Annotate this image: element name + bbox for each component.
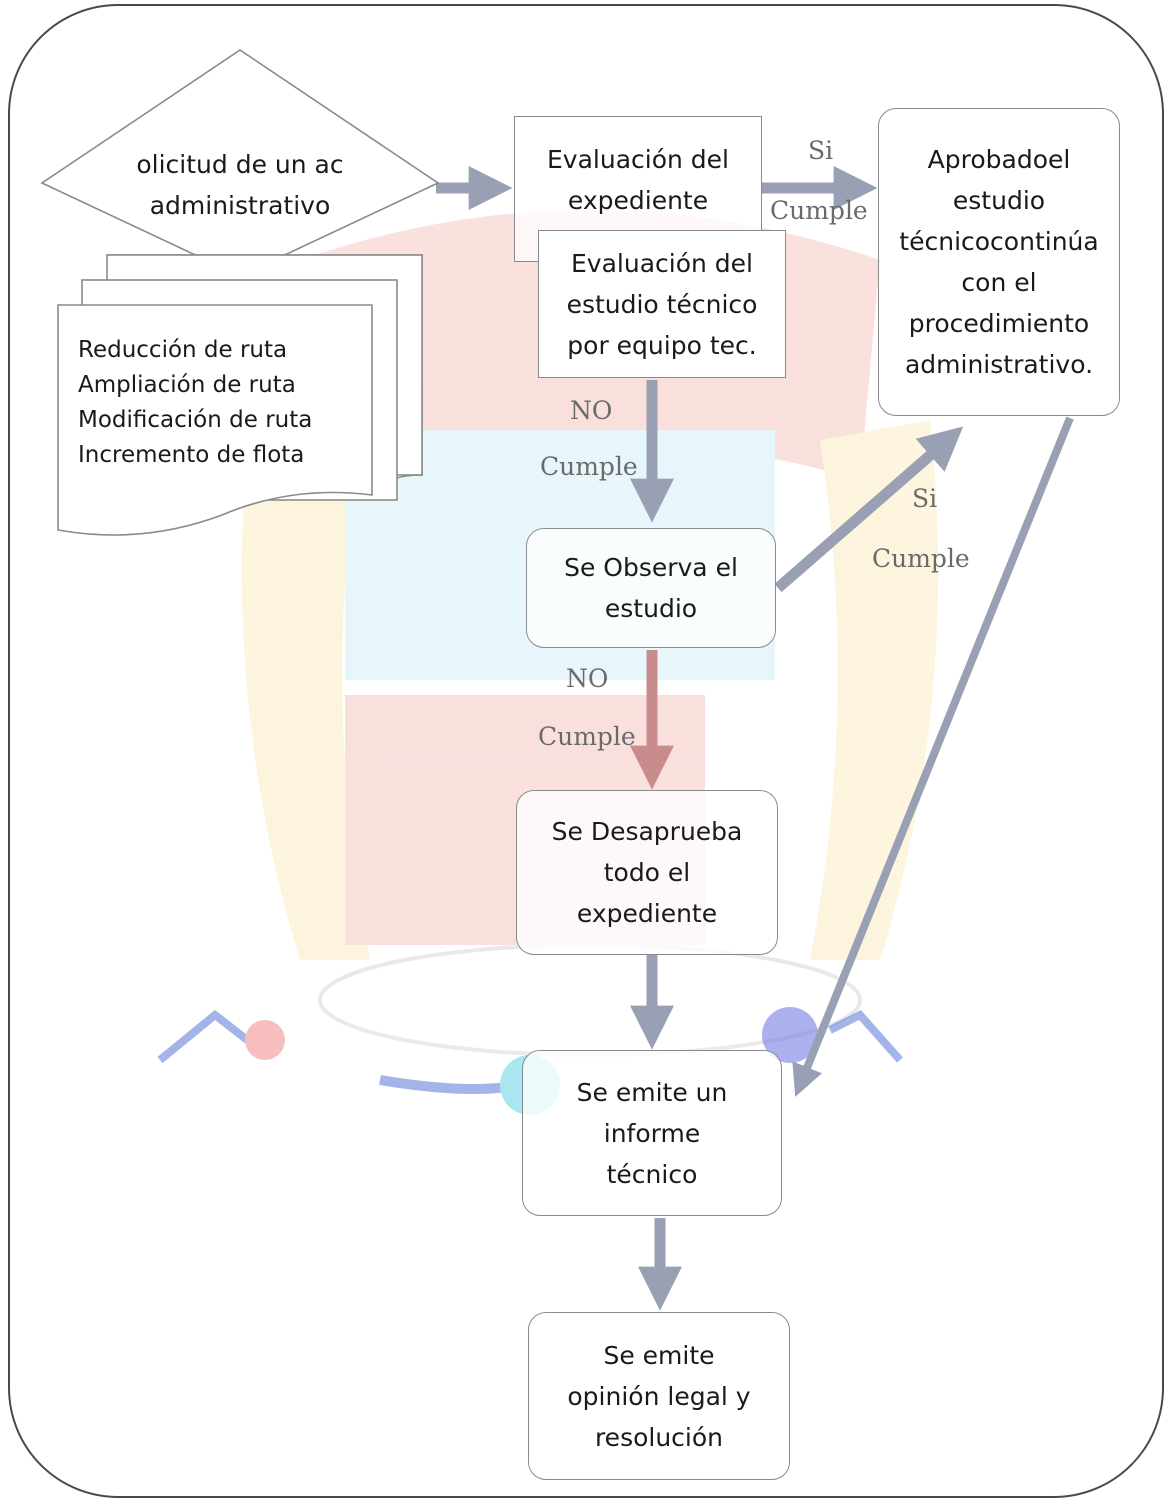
edge-label-si: Si	[808, 136, 834, 165]
arrow-aprobado-informe	[792, 416, 1074, 1097]
edge-label-no: NO	[570, 396, 613, 425]
se-desaprueba-box: Se Desaprueba todo el expediente	[516, 790, 778, 955]
arrow-si-cumple-observa-aprobado	[774, 426, 964, 593]
edge-label-cumple: Cumple	[540, 452, 638, 481]
edge-label-cumple: Cumple	[770, 196, 868, 225]
se-observa-box: Se Observa el estudio	[526, 528, 776, 648]
aprobado-box: Aprobadoel estudio técnicocontinúa con e…	[878, 108, 1120, 416]
opinion-legal-box: Se emite opinión legal y resolución	[528, 1312, 790, 1480]
edge-label-no: NO	[566, 664, 609, 693]
evaluacion-estudio-box: Evaluación del estudio técnico por equip…	[538, 230, 786, 378]
edge-label-cumple: Cumple	[872, 544, 970, 573]
edge-label-cumple: Cumple	[538, 722, 636, 751]
outer-frame	[8, 4, 1164, 1498]
edge-label-si: Si	[912, 484, 938, 513]
solicitud-text: olicitud de un ac administrativo	[136, 150, 344, 220]
multi-document-shape	[57, 254, 423, 536]
informe-tecnico-box: Se emite un informe técnico	[522, 1050, 782, 1216]
documentos-list: Reducción de ruta Ampliación de ruta Mod…	[78, 337, 313, 468]
